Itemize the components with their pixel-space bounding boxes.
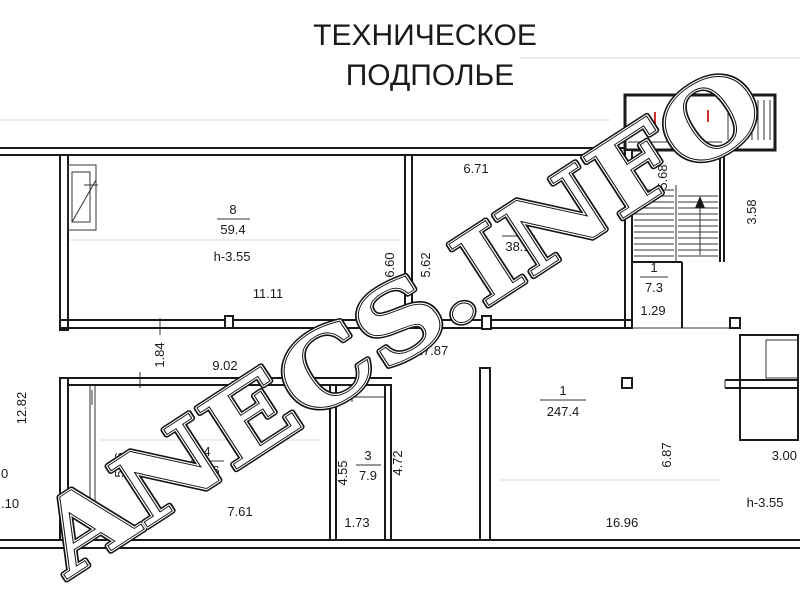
column	[481, 315, 492, 330]
room-8-area: 59.4	[220, 222, 245, 237]
left-height-dimension: 12.82	[14, 392, 29, 425]
room-3-dim-left: 4.55	[335, 460, 350, 485]
stair-box	[623, 93, 777, 152]
room-2-dim-b: 5.62	[418, 252, 433, 277]
room-8-length: 11.11	[253, 286, 284, 301]
corridor-walls	[60, 315, 741, 388]
room-3-left-wall	[329, 384, 337, 541]
scan-artifacts	[0, 57, 800, 481]
room-3: 3 7.9 4.55 4.72 1.73	[329, 384, 405, 541]
column	[479, 367, 491, 541]
column	[729, 317, 741, 329]
plan-title-line2: ПОДПОЛЬЕ	[346, 59, 515, 92]
room-3-number: 3	[364, 448, 371, 463]
room-8-right-wall	[404, 154, 413, 324]
room-4-area: 38.6	[194, 463, 219, 478]
edge-label-b: .10	[1, 496, 19, 511]
stair-side-dimension: 3.58	[744, 199, 759, 224]
corridor-width-dimension: 1.84	[152, 342, 167, 367]
column	[621, 377, 633, 389]
room-2-area: 38.1	[505, 239, 530, 254]
staircase	[623, 93, 777, 329]
room-1-small-number: 1	[650, 260, 657, 275]
room-1-small-width: 1.29	[640, 303, 665, 318]
room-1-main-width-right: 3.00	[772, 448, 797, 463]
room-8-height: h-3.55	[214, 249, 251, 264]
right-block-inner	[765, 339, 799, 379]
room-4-left-wall	[59, 377, 69, 541]
room-2-dim-c: 5.68	[655, 164, 670, 189]
room-8-number: 8	[229, 202, 236, 217]
stair-steps	[634, 100, 771, 257]
room-3-width: 1.73	[344, 515, 369, 530]
plan-title-line1: ТЕХНИЧЕСКОЕ	[313, 19, 537, 52]
room-2: 6.71 2 38.1 6.60 5.62 5.68	[382, 161, 670, 278]
fixture-diagonal	[71, 179, 97, 223]
outer-walls	[0, 147, 800, 549]
room-2-number: 2	[514, 219, 521, 234]
room-3-area: 7.9	[359, 468, 377, 483]
fixture-outline	[67, 164, 97, 231]
room-2-dim-a: 6.60	[382, 252, 397, 277]
room-8: 8 59.4 h-3.55 11.11	[59, 154, 413, 331]
room-4-depth: 5.76	[112, 452, 127, 477]
room-1-small-area: 7.3	[645, 280, 663, 295]
room-1-main-number: 1	[559, 383, 566, 398]
room-1-main-length: 16.96	[606, 515, 639, 530]
room-3-dim-right: 4.72	[390, 450, 405, 475]
room-1-small: 1 7.3 1.29	[632, 260, 683, 328]
room-2-width: 6.71	[463, 161, 488, 176]
stair-arrow-head	[695, 196, 705, 208]
room-1-main-depth: 6.87	[659, 442, 674, 467]
edge-label-a: 0	[1, 466, 8, 481]
corridor-length-dimension: 27.87	[416, 343, 449, 358]
room-1-main-height: h-3.55	[747, 495, 784, 510]
fixture-inner	[71, 171, 91, 223]
room-8-left-wall	[59, 154, 69, 331]
room-1-main: 1 247.4 6.87 16.96 3.00 h-3.55	[479, 334, 799, 541]
room-4-length: 7.61	[227, 504, 252, 519]
column	[224, 315, 234, 329]
corridor-section-dimension: 9.02	[212, 358, 237, 373]
room-3-right-wall	[384, 384, 392, 541]
room-1-main-area: 247.4	[547, 404, 580, 419]
room-4-number: 4	[203, 444, 210, 459]
